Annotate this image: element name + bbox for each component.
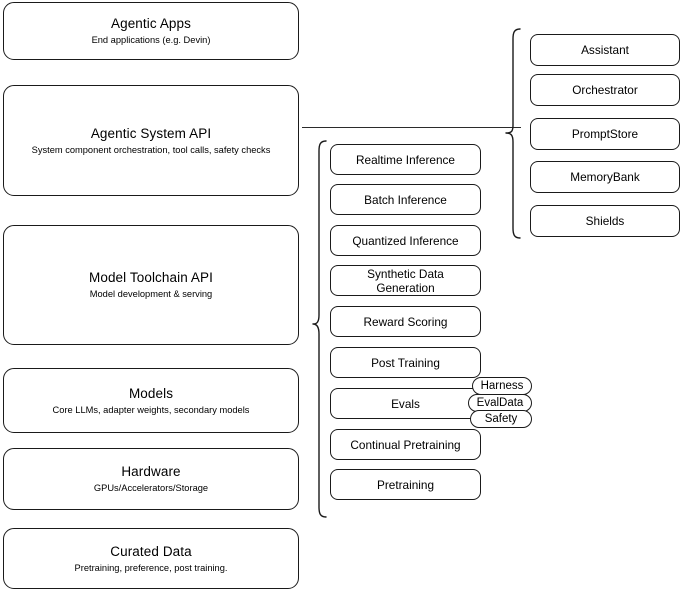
component-continual-pretraining[interactable]: Continual Pretraining bbox=[330, 429, 481, 460]
component-memorybank[interactable]: MemoryBank bbox=[530, 161, 680, 193]
layer-title: Agentic System API bbox=[90, 125, 212, 141]
layer-subtitle: End applications (e.g. Devin) bbox=[91, 35, 211, 45]
layer-models[interactable]: Models Core LLMs, adapter weights, secon… bbox=[3, 368, 299, 433]
component-assistant[interactable]: Assistant bbox=[530, 34, 680, 66]
layer-subtitle: Core LLMs, adapter weights, secondary mo… bbox=[52, 404, 250, 415]
system-brace-icon bbox=[505, 28, 521, 239]
component-evals[interactable]: Evals bbox=[330, 388, 481, 419]
layer-subtitle: Model development & serving bbox=[89, 289, 213, 299]
layer-subtitle: System component orchestration, tool cal… bbox=[31, 144, 271, 155]
component-shields[interactable]: Shields bbox=[530, 205, 680, 237]
layer-agentic-system-api[interactable]: Agentic System API System component orch… bbox=[3, 85, 299, 196]
component-synthetic-data-generation[interactable]: Synthetic Data Generation bbox=[330, 265, 481, 296]
connector-system-api-to-components bbox=[302, 127, 521, 129]
component-label: PromptStore bbox=[571, 127, 639, 141]
component-batch-inference[interactable]: Batch Inference bbox=[330, 184, 481, 215]
component-label: Quantized Inference bbox=[352, 233, 459, 248]
chip-safety[interactable]: Safety bbox=[470, 410, 532, 428]
chip-harness[interactable]: Harness bbox=[472, 377, 532, 395]
component-label: Pretraining bbox=[376, 477, 435, 492]
component-realtime-inference[interactable]: Realtime Inference bbox=[330, 144, 481, 175]
layer-model-toolchain-api[interactable]: Model Toolchain API Model development & … bbox=[3, 225, 299, 345]
component-label: MemoryBank bbox=[570, 170, 640, 184]
component-label: Synthetic Data Generation bbox=[367, 266, 444, 295]
component-post-training[interactable]: Post Training bbox=[330, 347, 481, 378]
component-label: Post Training bbox=[371, 355, 440, 370]
component-label: Assistant bbox=[581, 43, 629, 57]
component-pretraining[interactable]: Pretraining bbox=[330, 469, 481, 500]
chip-label: Safety bbox=[484, 412, 518, 425]
layer-hardware[interactable]: Hardware GPUs/Accelerators/Storage bbox=[3, 448, 299, 510]
layer-curated-data[interactable]: Curated Data Pretraining, preference, po… bbox=[3, 528, 299, 589]
layer-agentic-apps[interactable]: Agentic Apps End applications (e.g. Devi… bbox=[3, 2, 299, 60]
chip-label: EvalData bbox=[476, 396, 524, 409]
component-label: Batch Inference bbox=[364, 192, 447, 207]
chip-label: Harness bbox=[480, 379, 524, 392]
layer-title: Hardware bbox=[121, 464, 181, 479]
component-orchestrator[interactable]: Orchestrator bbox=[530, 74, 680, 106]
layer-title: Models bbox=[128, 385, 174, 401]
component-label: Reward Scoring bbox=[363, 314, 448, 329]
toolchain-brace-icon bbox=[312, 140, 327, 518]
layer-title: Model Toolchain API bbox=[89, 270, 213, 285]
layer-title: Agentic Apps bbox=[110, 16, 191, 31]
component-label: Evals bbox=[391, 396, 420, 411]
component-label: Orchestrator bbox=[572, 83, 638, 97]
layer-title: Curated Data bbox=[110, 543, 192, 559]
component-quantized-inference[interactable]: Quantized Inference bbox=[330, 225, 481, 256]
component-reward-scoring[interactable]: Reward Scoring bbox=[330, 306, 481, 337]
component-label: Continual Pretraining bbox=[350, 437, 461, 452]
layer-subtitle: GPUs/Accelerators/Storage bbox=[93, 483, 209, 493]
layer-subtitle: Pretraining, preference, post training. bbox=[74, 562, 228, 573]
component-label: Realtime Inference bbox=[355, 152, 455, 167]
component-promptstore[interactable]: PromptStore bbox=[530, 118, 680, 150]
component-label: Shields bbox=[585, 214, 625, 228]
